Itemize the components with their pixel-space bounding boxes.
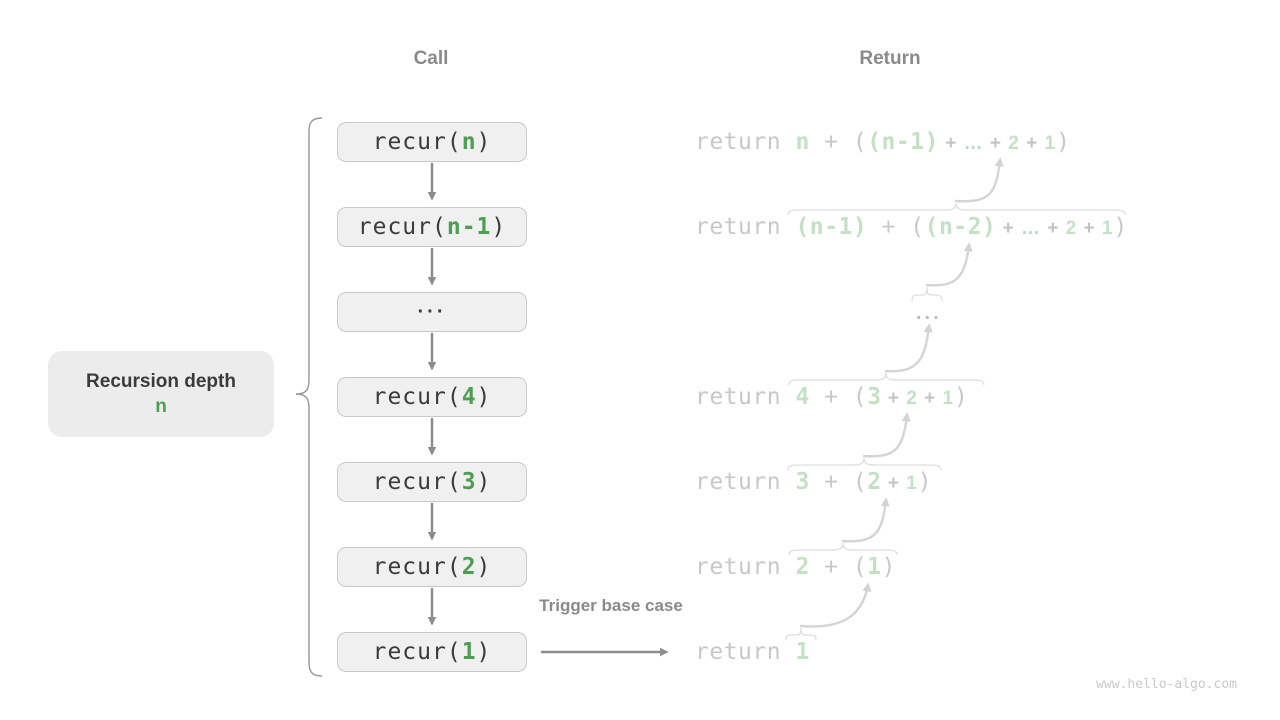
expression-token: return [695, 639, 796, 665]
expression-token: ) [1056, 129, 1071, 155]
expression-token: (n-1) [795, 214, 868, 240]
return-expression: return 2 + (1) [695, 551, 896, 583]
call-box-text: ) [476, 129, 492, 155]
expression-token: + [809, 554, 853, 580]
recursion-depth-label: Recursion depth n [48, 351, 274, 437]
call-box-text: recur( [372, 469, 462, 495]
call-box-text: n-1 [446, 214, 492, 240]
call-box: recur(n-1) [337, 207, 527, 247]
expression-token: 1 [1044, 133, 1057, 154]
expression-token: + [881, 473, 907, 494]
return-expression: ... [916, 296, 942, 328]
expression-token: + [809, 469, 853, 495]
column-header-return: Return [859, 48, 921, 69]
call-box: recur(n) [337, 122, 527, 162]
expression-token: 1 [867, 554, 882, 580]
trigger-base-case-label: Trigger base case [539, 596, 683, 615]
expression-token: ( [910, 214, 925, 240]
expression-token: ) [917, 469, 933, 495]
call-box: recur(4) [337, 377, 527, 417]
call-box-text: ) [476, 384, 492, 410]
expression-token: 1 [906, 473, 918, 494]
expression-token: + [983, 133, 1009, 154]
column-header-call: Call [413, 48, 449, 69]
expression-token: 3 [867, 384, 882, 410]
call-box-text: 4 [461, 384, 477, 410]
call-box-text: recur( [372, 384, 462, 410]
return-expression: return 3 + (2 + 1) [695, 466, 932, 498]
expression-token: + [881, 388, 907, 409]
call-box-text: 2 [461, 554, 477, 580]
expression-token: ( [852, 384, 868, 410]
call-box: recur(2) [337, 547, 527, 587]
expression-token: + [867, 214, 911, 240]
expression-token: ( [852, 129, 868, 155]
return-jump-arrows [799, 157, 1004, 628]
call-box-text: ) [476, 639, 492, 665]
expression-token: … [963, 133, 984, 154]
expression-token: n [795, 129, 810, 155]
expression-token: 2 [1008, 133, 1020, 154]
expression-token: ( [852, 469, 868, 495]
expression-token: ... [916, 302, 942, 324]
call-box-text: ) [476, 469, 492, 495]
expression-token: 1 [1101, 218, 1114, 239]
expression-token: + [996, 218, 1021, 239]
expression-token: 2 [867, 469, 882, 495]
expression-token: ) [881, 554, 896, 580]
expression-token: ) [1113, 214, 1128, 240]
ellipsis-box-text: ··· [417, 300, 447, 323]
return-expression: return n + ((n-1) + … + 2 + 1) [695, 126, 1070, 158]
recursion-depth-title: Recursion depth [86, 370, 236, 392]
call-box-text: ) [491, 214, 507, 240]
call-box: ··· [337, 292, 527, 332]
expression-token: return [695, 214, 796, 240]
expression-token: 3 [795, 469, 810, 495]
expression-token: return [695, 469, 796, 495]
expression-token: + [1041, 218, 1066, 239]
expression-token: + [938, 133, 964, 154]
expression-token: + [1019, 133, 1045, 154]
expression-token: … [1021, 218, 1041, 239]
expression-token: ) [954, 384, 969, 410]
expression-token: (n-1) [867, 129, 939, 155]
watermark: www.hello-algo.com [1096, 677, 1237, 692]
expression-token: + [809, 384, 853, 410]
expression-token: + [809, 129, 853, 155]
expression-token: 4 [795, 384, 810, 410]
call-box-text: 3 [461, 469, 477, 495]
call-box: recur(3) [337, 462, 527, 502]
expression-token: 1 [942, 388, 955, 409]
expression-token: + [917, 388, 943, 409]
expression-token: 2 [1065, 218, 1078, 239]
call-box-text: 1 [461, 639, 477, 665]
call-box-text: n [461, 129, 477, 155]
expression-token: 1 [795, 639, 810, 665]
call-box-text: recur( [372, 639, 462, 665]
expression-token: + [1077, 218, 1102, 239]
expression-token: return [695, 129, 796, 155]
return-braces [785, 202, 1126, 641]
recursion-depth-value: n [155, 395, 167, 417]
call-box: recur(1) [337, 632, 527, 672]
return-expression: return (n-1) + ((n-2) + … + 2 + 1) [695, 211, 1128, 243]
return-expression: return 4 + (3 + 2 + 1) [695, 381, 968, 413]
call-box-text: recur( [357, 214, 447, 240]
call-box-text: ) [476, 554, 492, 580]
call-box-text: recur( [372, 554, 462, 580]
return-expression: return 1 [695, 636, 810, 668]
expression-token: 2 [906, 388, 918, 409]
expression-token: 2 [795, 554, 810, 580]
call-box-text: recur( [372, 129, 462, 155]
expression-token: ( [852, 554, 868, 580]
expression-token: return [695, 384, 796, 410]
expression-token: (n-2) [924, 214, 997, 240]
recursion-depth-brace [295, 117, 323, 677]
expression-token: return [695, 554, 796, 580]
